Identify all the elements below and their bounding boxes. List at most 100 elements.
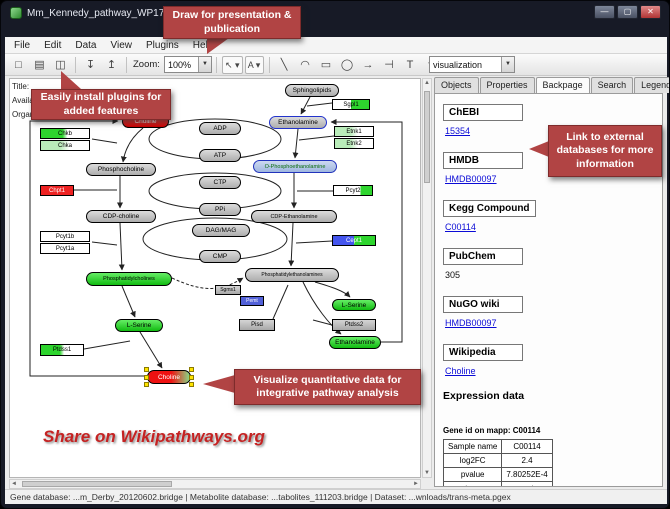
expression-table-cell: met xyxy=(501,481,553,486)
pathway-node-pemt[interactable]: Pemt xyxy=(240,296,264,306)
backpage-section-hmdb: HMDB HMDB00097 xyxy=(443,150,654,184)
selection-handle[interactable] xyxy=(189,367,194,372)
selection-handle[interactable] xyxy=(144,367,149,372)
selection-handle[interactable] xyxy=(144,375,149,380)
window-buttons: — ▢ ✕ xyxy=(594,5,661,19)
menu-help[interactable]: Help xyxy=(192,39,214,51)
menu-view[interactable]: View xyxy=(110,39,132,51)
scroll-left-icon[interactable]: ◄ xyxy=(11,481,17,487)
oval-tool-icon[interactable]: ◯ xyxy=(340,58,354,71)
new-file-icon[interactable]: □ xyxy=(15,58,22,71)
tbar-tool-icon[interactable]: ⊣ xyxy=(384,58,394,71)
pathway-node-l-serine[interactable]: L-Serine xyxy=(332,299,376,311)
export-icon[interactable]: ↥ xyxy=(106,58,117,71)
expression-table-cell: type xyxy=(442,481,503,486)
pathway-node-etnk2[interactable]: Etnk2 xyxy=(334,138,374,149)
backpage-link[interactable]: C00114 xyxy=(445,222,476,232)
tab-objects[interactable]: Objects xyxy=(434,77,479,93)
expression-table-cell: 7.80252E-4 xyxy=(501,467,553,482)
selection-handle[interactable] xyxy=(189,375,194,380)
pathway-node-chkb[interactable]: Chkb xyxy=(40,128,90,139)
pathway-node-cept1[interactable]: Cept1 xyxy=(332,235,376,246)
backpage-link[interactable]: 15354 xyxy=(445,126,471,136)
pathway-node-cdp-choline[interactable]: CDP-choline xyxy=(86,210,156,223)
rectangle-tool-icon[interactable]: ▭ xyxy=(320,58,332,71)
expression-table-header-cell: Sample name xyxy=(442,439,503,454)
pathway-node-atp[interactable]: ATP xyxy=(199,149,241,162)
tab-backpage[interactable]: Backpage xyxy=(535,77,590,93)
close-button[interactable]: ✕ xyxy=(640,5,661,19)
pathway-node-sphingolipids[interactable]: Sphingolipids xyxy=(285,84,339,97)
scroll-down-icon[interactable]: ▼ xyxy=(424,470,430,476)
pathway-node-ethanolamine[interactable]: Ethanolamine xyxy=(269,116,327,129)
arrow-tool-icon[interactable]: → xyxy=(362,58,374,71)
title-bar[interactable]: Mm_Kennedy_pathway_WP1771_45176.gp — ▢ ✕ xyxy=(1,1,669,37)
pathway-node-o-phosphoethanolamine[interactable]: O-Phosphoethanolamine xyxy=(253,160,337,173)
horizontal-scroll-thumb[interactable] xyxy=(22,481,172,487)
pathway-node-phosphatidylethanolamines[interactable]: Phosphatidylethanolamines xyxy=(245,268,339,282)
import-icon[interactable]: ↧ xyxy=(85,58,96,71)
toolbar-right-icons: ↖ ▾A ▾╲◠▭◯→⊣T▾ xyxy=(212,55,442,74)
menu-data[interactable]: Data xyxy=(75,39,97,51)
vertical-scroll-thumb[interactable] xyxy=(424,91,430,183)
backpage-section-header: HMDB xyxy=(443,152,523,169)
maximize-button[interactable]: ▢ xyxy=(617,5,638,19)
pathway-node-etnk1[interactable]: Etnk1 xyxy=(334,126,374,137)
expression-data-title: Expression data xyxy=(443,390,525,402)
pathway-canvas[interactable]: Title:Availability:Organism:Sphingolipid… xyxy=(9,78,421,478)
selection-tool-icon[interactable]: ↖ ▾ xyxy=(221,55,243,74)
tab-legend[interactable]: Legend xyxy=(634,77,669,93)
callout-link: Link to external databases for more info… xyxy=(548,125,662,177)
callout-pointer xyxy=(203,375,235,393)
backpage-link[interactable]: Choline xyxy=(445,366,476,376)
scroll-up-icon[interactable]: ▲ xyxy=(424,80,430,86)
vertical-scrollbar[interactable]: ▲ ▼ xyxy=(422,78,432,478)
menu-file[interactable]: File xyxy=(14,39,31,51)
pathway-node-chpt1[interactable]: Chpt1 xyxy=(40,185,74,196)
save-icon[interactable]: ◫ xyxy=(55,58,66,71)
pathway-node-ppi[interactable]: PPi xyxy=(199,203,241,216)
tab-search[interactable]: Search xyxy=(590,77,634,93)
pathway-node-cdp-ethanolamine[interactable]: CDP-Ethanolamine xyxy=(251,210,337,223)
pathway-node-phosphatidylcholines[interactable]: Phosphatidylcholines xyxy=(86,272,172,286)
scroll-right-icon[interactable]: ► xyxy=(413,481,419,487)
pathway-node-cmp[interactable]: CMP xyxy=(199,250,241,263)
text-tool-icon[interactable]: T xyxy=(406,58,414,71)
menu-edit[interactable]: Edit xyxy=(44,39,62,51)
backpage-link[interactable]: HMDB00097 xyxy=(445,174,497,184)
toolbar-separator xyxy=(126,56,127,73)
pathway-node-ptdss1[interactable]: Ptdss1 xyxy=(40,344,84,356)
pathway-node-sgpl1[interactable]: Sgpl1 xyxy=(332,99,370,110)
label-tool-icon[interactable]: A ▾ xyxy=(244,55,264,74)
zoom-combobox[interactable]: 100% ▼ xyxy=(163,56,212,73)
pathway-node-ptdss2[interactable]: Ptdss2 xyxy=(332,319,376,331)
backpage-section-kegg: Kegg Compound C00114 xyxy=(443,198,654,232)
open-file-icon[interactable]: ▤ xyxy=(34,58,45,71)
chevron-down-icon[interactable]: ▼ xyxy=(197,57,211,72)
pathway-node-dag-mag[interactable]: DAG/MAG xyxy=(192,224,250,237)
pathway-node-pcyt1b[interactable]: Pcyt1b xyxy=(40,231,90,242)
visualization-value: visualization xyxy=(433,59,483,70)
pathway-node-phosphocholine[interactable]: Phosphocholine xyxy=(86,163,156,176)
horizontal-scrollbar[interactable]: ◄ ► xyxy=(9,479,421,489)
pathway-node-ctp[interactable]: CTP xyxy=(199,176,241,189)
pathway-node-sgms1[interactable]: Sgms1 xyxy=(215,285,241,295)
selection-handle[interactable] xyxy=(189,382,194,387)
pathway-node-choline[interactable]: Choline xyxy=(144,367,194,387)
minimize-button[interactable]: — xyxy=(594,5,615,19)
menu-plugins[interactable]: Plugins xyxy=(145,39,179,51)
pathway-node-chka[interactable]: Chka xyxy=(40,140,90,151)
pathway-node-ethanolamine[interactable]: Ethanolamine xyxy=(329,336,381,349)
chevron-down-icon[interactable]: ▼ xyxy=(501,57,514,72)
backpage-link[interactable]: HMDB00097 xyxy=(445,318,497,328)
pathway-node-adp[interactable]: ADP xyxy=(199,122,241,135)
arc-tool-icon[interactable]: ◠ xyxy=(300,58,310,71)
pathway-node-pcyt1a[interactable]: Pcyt1a xyxy=(40,243,90,254)
pathway-node-pisd[interactable]: Pisd xyxy=(239,319,275,331)
line-tool-icon[interactable]: ╲ xyxy=(280,58,288,71)
pathway-node-pcyt2[interactable]: Pcyt2 xyxy=(333,185,373,196)
selection-handle[interactable] xyxy=(144,382,149,387)
visualization-combobox[interactable]: visualization ▼ xyxy=(429,56,515,73)
tab-properties[interactable]: Properties xyxy=(479,77,535,93)
pathway-node-l-serine[interactable]: L-Serine xyxy=(115,319,163,332)
